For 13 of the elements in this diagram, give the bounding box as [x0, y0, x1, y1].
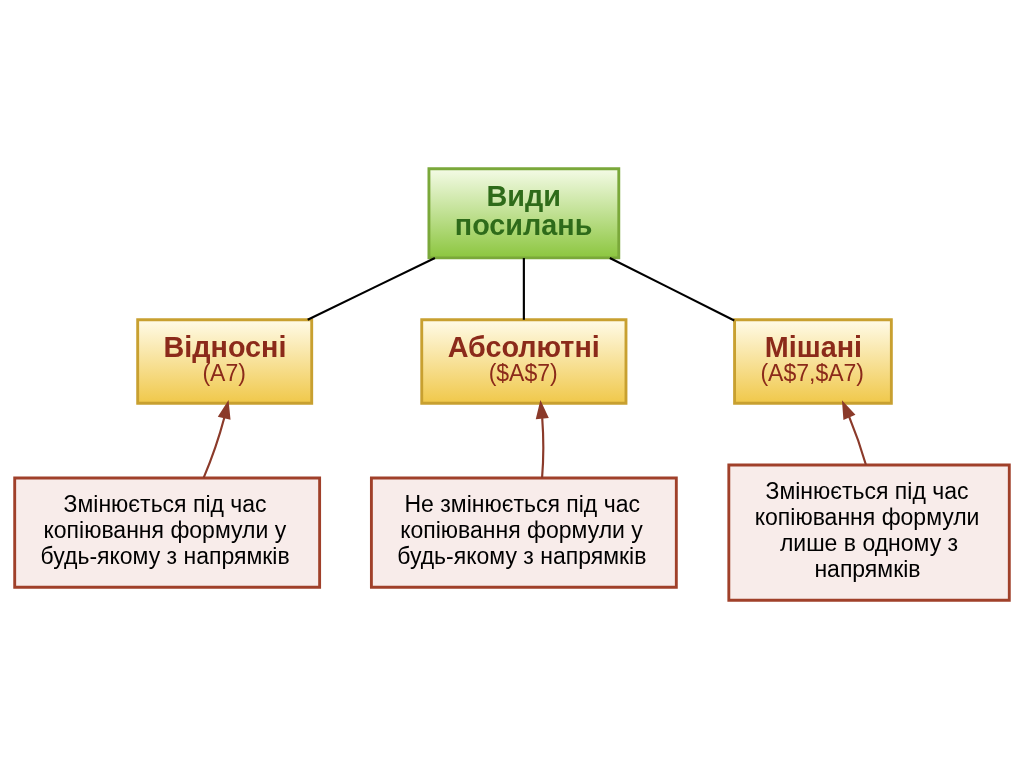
connector	[609, 256, 735, 321]
connector	[522, 257, 525, 320]
arrow	[202, 399, 231, 478]
node-box: Не змінюється під час копіювання формули у будь-якому з напрямків	[369, 476, 678, 589]
arrow	[841, 399, 868, 465]
connector	[307, 256, 436, 321]
node-box: Змінюється під час копіювання формули у будь-якому з напрямків	[13, 476, 322, 589]
arrow	[535, 399, 549, 478]
node-box: Змінюється під час копіювання формули лише в одному з напрямків	[727, 463, 1011, 602]
node-box: Мішані (A$7,$A7)	[733, 317, 893, 405]
node-box: Відносні (A7)	[136, 317, 314, 405]
node-box: Види посилань	[427, 166, 621, 259]
node-box: Абсолютні ($A$7)	[420, 317, 628, 405]
